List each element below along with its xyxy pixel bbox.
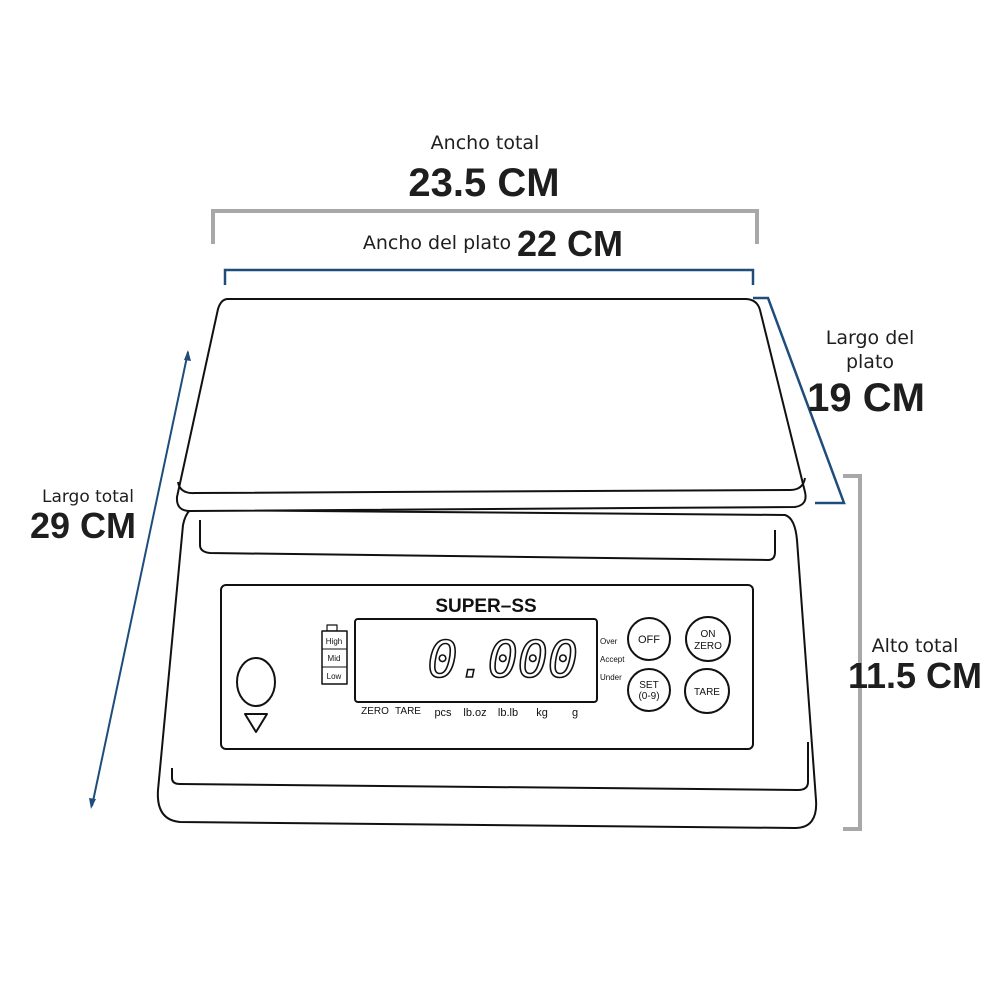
- battery-level-low: Low: [327, 672, 342, 681]
- unit-tare: TARE: [395, 706, 421, 717]
- unit-g: g: [572, 707, 578, 719]
- set-button-label-1: SET: [639, 680, 658, 691]
- plate-length-label-line2: plato: [846, 351, 894, 373]
- plate-length-value: 19 CM: [807, 376, 925, 420]
- tare-button-label: TARE: [694, 687, 720, 698]
- total-height-value: 11.5 CM: [848, 655, 982, 696]
- unit-kg: kg: [536, 707, 548, 719]
- tare-button[interactable]: [684, 668, 730, 714]
- scale-base-rim: [171, 742, 809, 791]
- total-height-bracket: [843, 474, 862, 831]
- status-under: Under: [600, 673, 622, 682]
- plate-length-label-line1: Largo del: [826, 327, 914, 349]
- battery-icon-cap: [326, 624, 338, 632]
- weight-display: [354, 618, 598, 703]
- total-width-label: Ancho total: [431, 132, 540, 154]
- total-width-bracket: [211, 209, 759, 244]
- scale-ledge: [199, 520, 776, 561]
- plate-width-label: Ancho del plato: [363, 232, 511, 254]
- plate-width-bracket: [223, 268, 755, 285]
- total-height-label: Alto total: [872, 635, 959, 657]
- total-width-annotation: Ancho total 23.5 CM: [211, 132, 759, 244]
- scale-labels: SUPER–SS High Mid Low 0.000 Over Accept …: [326, 596, 722, 719]
- plate-width-annotation: Ancho del plato 22 CM: [223, 223, 755, 285]
- unit-zero: ZERO: [361, 706, 389, 717]
- unit-lblb: lb.lb: [498, 707, 518, 719]
- total-length-arrow-top: [184, 350, 191, 361]
- total-length-label: Largo total: [42, 487, 134, 507]
- set-button[interactable]: [627, 668, 671, 712]
- off-button-label: OFF: [638, 634, 660, 646]
- plate-length-bracket: [753, 296, 846, 505]
- total-length-line: [91, 351, 189, 807]
- total-width-value: 23.5 CM: [408, 161, 559, 205]
- status-accept: Accept: [600, 655, 625, 664]
- brand-name: SUPER–SS: [435, 596, 536, 617]
- battery-level-high: High: [326, 637, 342, 646]
- on-zero-button-label-1: ON: [701, 629, 716, 640]
- unit-lboz: lb.oz: [463, 707, 486, 719]
- level-arrow-icon: [244, 713, 268, 733]
- status-over: Over: [600, 637, 618, 646]
- battery-level-mid: Mid: [328, 654, 341, 663]
- total-length-value: 29 CM: [30, 505, 136, 546]
- unit-pcs: pcs: [434, 707, 452, 719]
- off-button[interactable]: [627, 617, 671, 661]
- plate-length-annotation: Largo del plato 19 CM: [753, 296, 925, 505]
- on-zero-button-label-2: ZERO: [694, 641, 722, 652]
- level-bubble: [236, 657, 276, 707]
- weighing-plate: [175, 298, 807, 512]
- total-length-annotation: Largo total 29 CM: [30, 350, 191, 809]
- weight-reading: 0.000: [427, 631, 578, 689]
- total-length-arrow-bottom: [89, 798, 96, 809]
- total-height-annotation: Alto total 11.5 CM: [843, 474, 982, 831]
- scale-drawing: [156, 298, 818, 829]
- on-zero-button[interactable]: [685, 616, 731, 662]
- set-button-label-2: (0-9): [638, 691, 659, 702]
- battery-icon: [321, 630, 348, 685]
- weighing-plate-edge: [177, 477, 806, 495]
- plate-width-value: 22 CM: [517, 223, 623, 264]
